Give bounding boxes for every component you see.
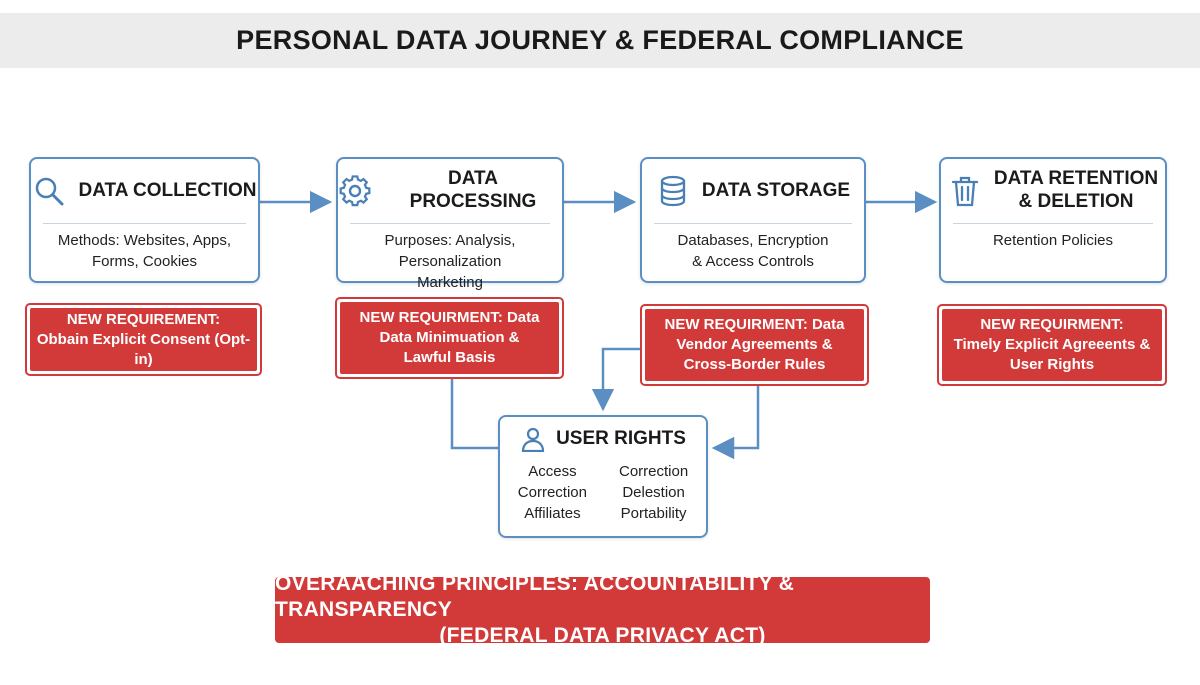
- divider: [654, 223, 852, 224]
- stage-description: Databases, Encryption & Access Controls: [677, 232, 829, 270]
- principles-line-1: OVERAACHING PRINCIPLES: ACCOUNTABILITY &…: [275, 572, 795, 621]
- magnifier-icon: [36, 177, 64, 206]
- divider: [43, 223, 246, 224]
- user-rights-right-column: Correction Delestion Portability: [619, 463, 689, 522]
- requirement-vendor-agreements: NEW REQUIRMENT: Data Vendor Agreements &…: [640, 304, 869, 386]
- title-bar: PERSONAL DATA JOURNEY & FEDERAL COMPLIAN…: [0, 13, 1200, 68]
- stage-label: DATA COLLECTION: [78, 179, 257, 201]
- requirement-minimization: NEW REQUIRMENT: Data Data Minimuation & …: [335, 297, 564, 379]
- database-icon: [660, 175, 686, 207]
- stage-description: Purposes: Analysis, Personalization Mark…: [384, 232, 516, 291]
- stage-description: Methods: Websites, Apps, Forms, Cookies: [57, 232, 232, 270]
- user-rights-label: USER RIGHTS: [556, 428, 686, 449]
- page-title: PERSONAL DATA JOURNEY & FEDERAL COMPLIAN…: [236, 25, 964, 55]
- stage-data-collection: DATA COLLECTION Methods: Websites, Apps,…: [29, 157, 260, 283]
- stage-label: DATA RETENTION & DELETION: [993, 168, 1159, 212]
- arrow-storage-req-to-rights-right: [711, 386, 760, 460]
- stage-data-retention: DATA RETENTION & DELETION Retention Poli…: [939, 157, 1167, 283]
- divider: [350, 223, 550, 224]
- divider: [953, 223, 1153, 224]
- stage-description: Retention Policies: [992, 232, 1114, 249]
- user-rights-box: USER RIGHTS Access Correction Affiliates…: [498, 415, 708, 538]
- stage-label: DATA PROCESSING: [409, 168, 537, 212]
- user-rights-left-column: Access Correction Affiliates: [517, 463, 587, 522]
- arrow-storage-req-to-rights-left: [591, 347, 643, 412]
- trash-icon: [951, 176, 978, 207]
- principles-line-2: (FEDERAL DATA PRIVACY ACT): [439, 624, 766, 647]
- stage-label: DATA STORAGE: [701, 179, 851, 201]
- stage-data-processing: DATA PROCESSING Purposes: Analysis, Pers…: [336, 157, 564, 291]
- requirement-user-rights: NEW REQUIRMENT: Timely Explicit Agreeent…: [937, 304, 1167, 386]
- user-icon: [521, 427, 545, 452]
- principles-banner: OVERAACHING PRINCIPLES: ACCOUNTABILITY &…: [275, 572, 930, 647]
- requirement-consent: NEW REQUIREMENT: Obbain Explicit Consent…: [25, 303, 262, 376]
- connector-processing-to-rights: [450, 378, 498, 450]
- gear-icon: [339, 175, 371, 207]
- stage-data-storage: DATA STORAGE Databases, Encryption & Acc…: [640, 157, 866, 283]
